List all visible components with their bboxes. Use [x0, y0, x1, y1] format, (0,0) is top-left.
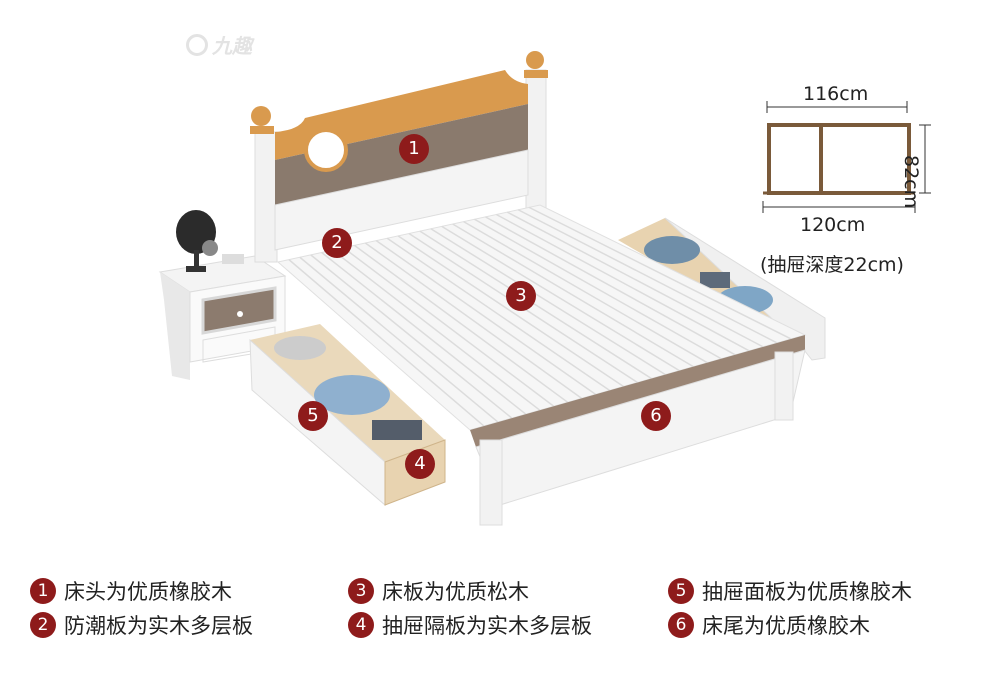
callout-5: 5	[298, 401, 328, 431]
slat-line	[288, 259, 485, 427]
slat-line	[419, 230, 652, 380]
legend-item-3: 3 床板为优质松木	[348, 576, 529, 606]
legend-item-6: 6 床尾为优质橡胶木	[668, 610, 870, 640]
dimension-diagram	[762, 101, 931, 213]
legend-item-4: 4 抽屉隔板为实木多层板	[348, 610, 592, 640]
legend-text: 抽屉面板为优质橡胶木	[702, 580, 912, 604]
width-bottom-label: 120cm	[800, 214, 866, 236]
slat-line	[441, 225, 680, 372]
footboard	[470, 335, 806, 526]
legend-number: 1	[30, 578, 56, 604]
slat-line	[299, 256, 499, 423]
brand-logo-icon	[186, 33, 208, 56]
slat-line	[332, 249, 541, 411]
callout-6: 6	[641, 401, 671, 431]
legend-text: 床板为优质松木	[382, 580, 529, 604]
right-drawer	[618, 217, 826, 361]
slat-line	[386, 237, 611, 392]
legend-number: 4	[348, 612, 374, 638]
drawer-depth-note: (抽屉深度22cm)	[760, 254, 904, 276]
slat-line	[528, 206, 792, 340]
slat-line	[506, 211, 764, 348]
slat-line	[474, 218, 722, 360]
slat-line	[310, 254, 513, 419]
bed-slats	[288, 206, 792, 427]
callout-3: 3	[506, 281, 536, 311]
table-lamp	[176, 210, 244, 272]
callout-4: 4	[405, 449, 435, 479]
legend-text: 床尾为优质橡胶木	[702, 614, 870, 638]
slat-line	[452, 223, 694, 368]
brand-logo-text: 九趣	[212, 34, 252, 58]
slat-line	[397, 235, 624, 388]
legend-item-2: 2 防潮板为实木多层板	[30, 610, 253, 640]
slat-line	[485, 216, 736, 356]
callout-1: 1	[399, 134, 429, 164]
slat-line	[321, 251, 527, 415]
bed-illustration	[158, 51, 826, 526]
legend-number: 3	[348, 578, 374, 604]
callout-2: 2	[322, 228, 352, 258]
height-label: 82cm	[900, 155, 922, 209]
legend-number: 6	[668, 612, 694, 638]
width-top-label: 116cm	[803, 83, 869, 105]
legend-text: 抽屉隔板为实木多层板	[382, 614, 592, 638]
slat-line	[343, 247, 555, 407]
brand-logo: 九趣	[186, 30, 252, 59]
slat-line	[375, 240, 597, 395]
slat-line	[364, 242, 583, 399]
legend-text: 防潮板为实木多层板	[64, 614, 253, 638]
slat-line	[517, 209, 778, 344]
legend-text: 床头为优质橡胶木	[64, 580, 232, 604]
legend-item-1: 1 床头为优质橡胶木	[30, 576, 232, 606]
legend-item-5: 5 抽屉面板为优质橡胶木	[668, 576, 912, 606]
slat-line	[430, 228, 666, 376]
legend-number: 5	[668, 578, 694, 604]
slat-line	[463, 220, 708, 364]
slat-line	[353, 244, 569, 403]
legend-number: 2	[30, 612, 56, 638]
slat-line	[495, 213, 750, 352]
